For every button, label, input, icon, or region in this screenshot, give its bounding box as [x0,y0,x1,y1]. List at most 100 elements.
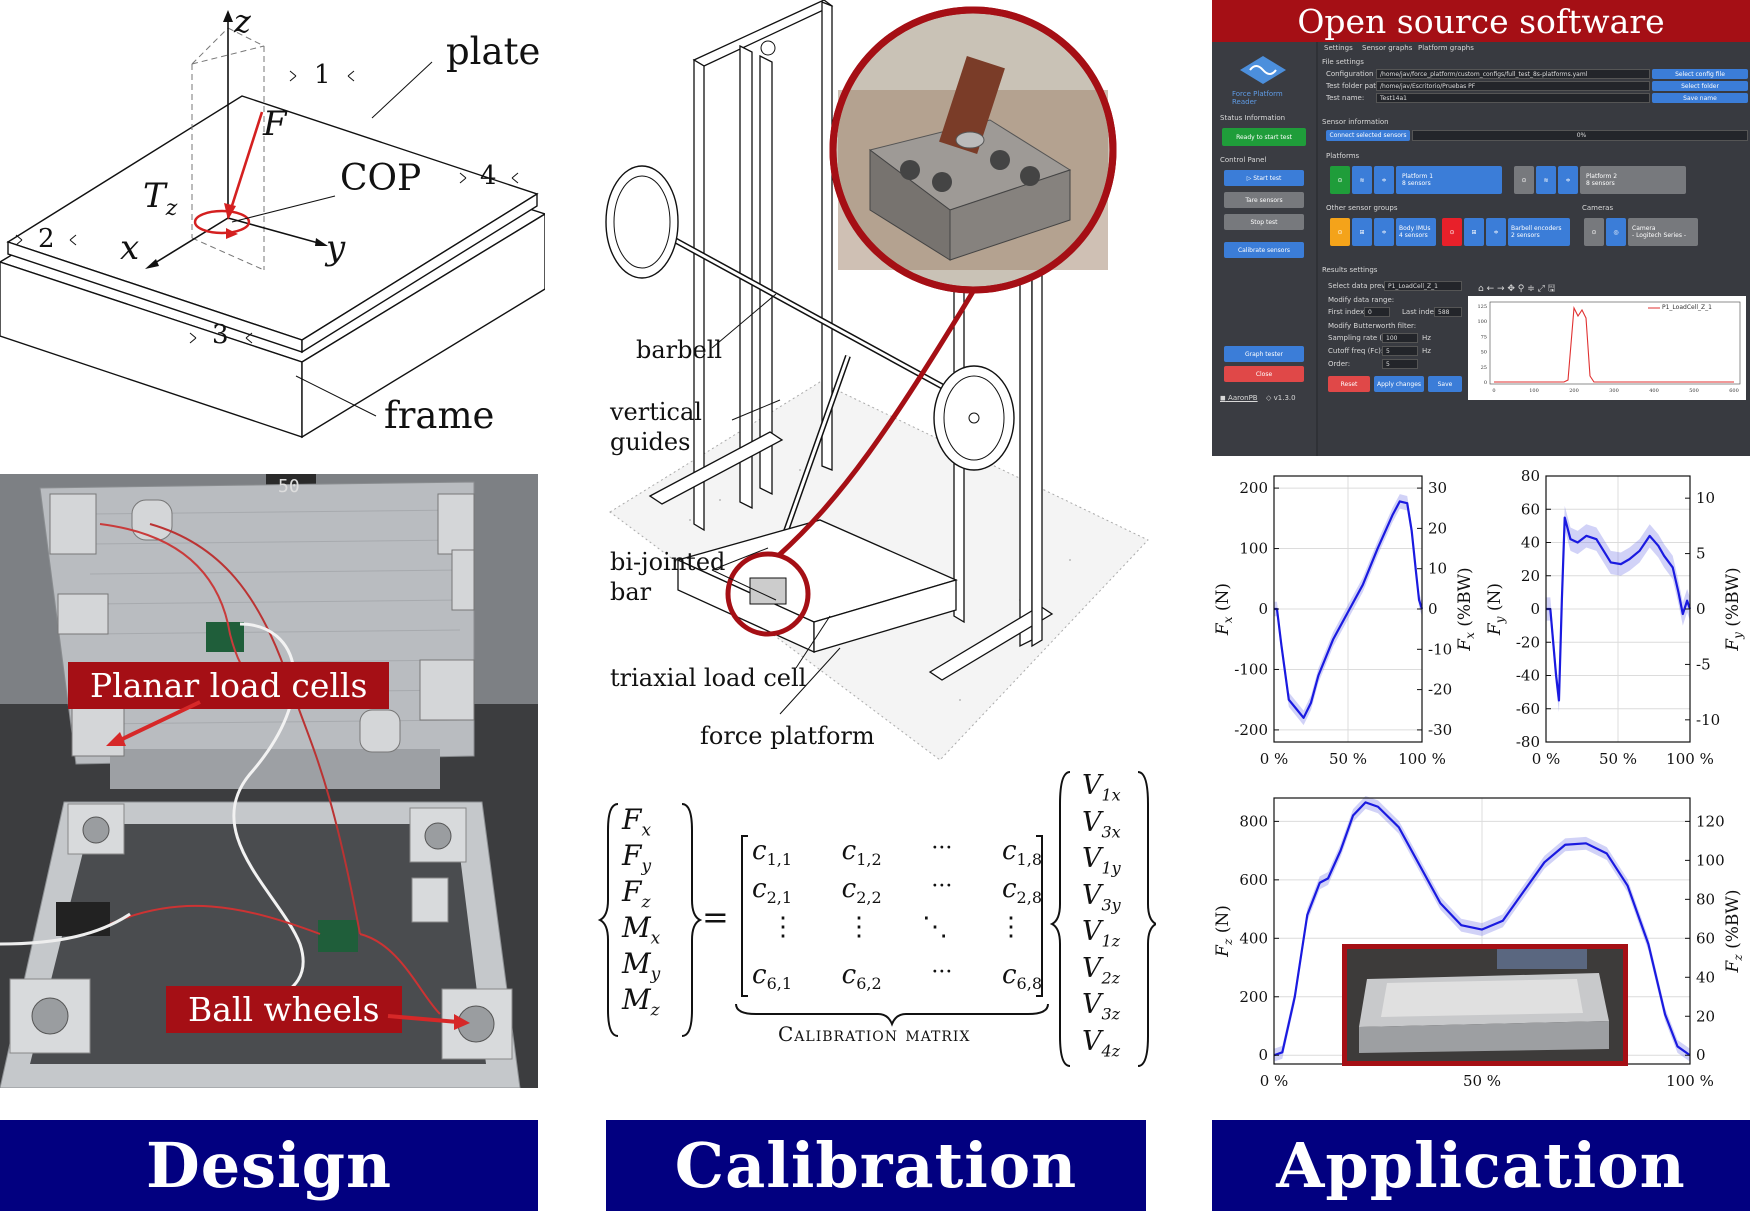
cell-4-label: 4 [480,161,497,191]
ytick-label: 80 [1521,467,1540,485]
graph-tester-button[interactable]: Graph tester [1224,346,1304,362]
platform1-layers-icon[interactable]: ≋ [1352,166,1372,194]
ytick-label: 200 [1239,988,1268,1006]
imu-layers-icon[interactable]: ⊞ [1352,218,1372,246]
matrix-row: c2,1 c2,2 ··· c2,8 [752,874,1042,908]
camera-card[interactable]: Camera- Logitech Series - [1628,218,1698,246]
moment-vector-entry: Mx [622,911,661,949]
ytick-label: 60 [1521,500,1540,518]
folder-input[interactable]: /home/jav/Escritorio/Pruebas PF [1376,81,1650,91]
start-test-button[interactable]: ▷ Start test [1224,170,1304,186]
fc-input[interactable]: 5 [1382,346,1418,356]
ytick-label: 20 [1521,567,1540,585]
calibrate-sensors-button[interactable]: Calibrate sensors [1224,242,1304,258]
series-line [1273,801,1691,1057]
stop-test-button[interactable]: Stop test [1224,214,1304,230]
bi-jointed-bar-label-2: bar [610,578,652,606]
ytick-label: 800 [1239,812,1268,830]
ytick-label: 0 [1530,600,1540,618]
platform2-layers-icon[interactable]: ≋ [1536,166,1556,194]
axis-z-label: z [234,2,251,40]
calibration-banner: Calibration [606,1120,1146,1211]
save-name-button[interactable]: Save name [1652,93,1748,103]
test-name-input[interactable]: Test14a1 [1376,93,1650,103]
ytick-label: 0 [1258,1046,1268,1064]
ytick-label: 0 [1258,600,1268,618]
xtick-label: 50 % [1599,750,1637,768]
preview-ytick: 50 [1481,350,1487,356]
imu-status-icon: ⊙ [1330,218,1350,246]
xtick-label: 50 % [1463,1072,1501,1090]
voltage-entry: V3x [1082,806,1121,841]
tab-platform-graphs[interactable]: Platform graphs [1418,44,1474,52]
cell-1-label: 1 [314,60,331,90]
close-button[interactable]: Close [1224,366,1304,382]
calibration-rig-drawing [605,0,1149,761]
ytick-label: 40 [1521,534,1540,552]
tab-sensor-graphs[interactable]: Sensor graphs [1362,44,1413,52]
chart-toolbar[interactable]: ⌂ ← → ✥ ⚲ ≑ ⤢ 🖫 [1478,284,1556,294]
range-label: Modify data range: [1328,296,1395,304]
preview-legend: P1_LoadCell_Z_1 [1662,304,1712,311]
platform1-sliders-icon[interactable]: ≑ [1374,166,1394,194]
connect-progress: 0% [1412,130,1748,141]
reset-button[interactable]: Reset [1328,376,1370,392]
select-config-button[interactable]: Select config file [1652,69,1748,79]
preview-series-line [1494,305,1734,383]
config-input[interactable]: /home/jav/force_platform/custom_configs/… [1376,69,1650,79]
encoders-sliders-icon[interactable]: ≑ [1486,218,1506,246]
voltage-entry: V2z [1082,952,1121,987]
platform2-sliders-icon[interactable]: ≑ [1558,166,1578,194]
series-line [1546,516,1692,702]
ytick-label: -40 [1516,667,1540,685]
tare-sensors-button[interactable]: Tare sensors [1224,192,1304,208]
ytick-label: -200 [1234,721,1268,739]
y2tick-label: -30 [1428,721,1452,739]
preview-xtick: 500 [1689,388,1699,394]
platform1-status-icon: ⊙ [1330,166,1350,194]
force-vector-entry: Fz [622,875,651,913]
ball-wheels-tag: Ball wheels [166,986,402,1033]
test-name-label: Test name: [1326,94,1365,102]
cop-label: COP [340,158,422,199]
fc-unit: Hz [1422,347,1431,355]
footer-user: ◼ AaronPB [1220,394,1258,402]
last-index-input[interactable]: 588 [1434,307,1462,317]
matrix-row: c6,1 c6,2 ··· c6,8 [752,960,1042,994]
preview-select[interactable]: P1_LoadCell_Z_1 [1384,281,1462,291]
y2tick-label: 0 [1696,1046,1706,1064]
footer-version: ◇ v1.3.0 [1266,394,1296,402]
ylabel: Fx (N) [1213,583,1235,636]
connect-sensors-button[interactable]: Connect selected sensors [1326,130,1410,141]
xtick-label: 0 % [1260,1072,1289,1090]
order-input[interactable]: 5 [1382,359,1418,369]
camera-icon[interactable]: ◎ [1606,218,1626,246]
axis-x-label: x [120,228,140,268]
torque-label: Tz [143,176,177,221]
xtick-label: 50 % [1329,750,1367,768]
software-main: Settings Sensor graphs Platform graphs F… [1318,42,1750,456]
frame-label: frame [384,394,495,437]
first-index-input[interactable]: 0 [1364,307,1390,317]
series-band [1274,494,1422,726]
xtick-label: 100 % [1666,1072,1714,1090]
voltage-vector: V1x V3x V1y V3y V1z V2z V3z V4z [1082,768,1142,1060]
fc-label: Cutoff freq (Fc): [1328,347,1384,355]
tab-settings[interactable]: Settings [1324,44,1353,52]
save-button[interactable]: Save [1428,376,1462,392]
encoders-layers-icon[interactable]: ⊞ [1464,218,1484,246]
imu-sliders-icon[interactable]: ≑ [1374,218,1394,246]
select-folder-button[interactable]: Select folder [1652,81,1748,91]
preview-ytick: 0 [1484,380,1487,386]
y2label: Fz (%BW) [1723,890,1745,974]
sensor-info-header: Sensor information [1322,118,1389,126]
y2tick-label: -20 [1428,681,1452,699]
apply-changes-button[interactable]: Apply changes [1374,376,1424,392]
results-header: Results settings [1322,266,1378,274]
force-vector-entry: Fx [622,803,652,841]
fs-input[interactable]: 100 [1382,333,1418,343]
